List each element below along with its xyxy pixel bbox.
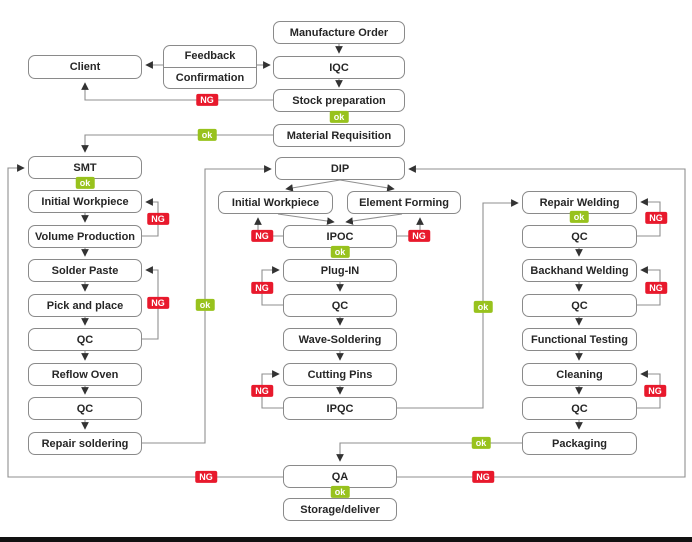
node-stock-preparation: Stock preparation — [273, 89, 405, 112]
node-initial-workpiece-dip: Initial Workpiece — [218, 191, 333, 214]
badge-ng-stock-to-client: NG — [196, 93, 218, 107]
node-solder-paste: Solder Paste — [28, 259, 142, 282]
badge-ng-qc-to-plugin: NG — [251, 281, 273, 295]
node-element-forming: Element Forming — [347, 191, 461, 214]
node-wave-soldering: Wave-Soldering — [283, 328, 397, 351]
badge-ok-stock-to-material: ok — [329, 110, 349, 124]
node-qc-r3: QC — [522, 397, 637, 420]
node-qc-r1: QC — [522, 225, 637, 248]
badge-ok-repairsolder-to-dip: ok — [195, 298, 215, 312]
node-pick-and-place: Pick and place — [28, 294, 142, 317]
badge-ng-qc-to-solderpaste: NG — [147, 296, 169, 310]
node-functional-testing: Functional Testing — [522, 328, 637, 351]
node-storage-deliver: Storage/deliver — [283, 498, 397, 521]
node-cleaning: Cleaning — [522, 363, 637, 386]
node-qa: QA — [283, 465, 397, 488]
badge-ng-qc-to-backhand: NG — [645, 281, 667, 295]
node-client: Client — [28, 55, 142, 79]
bottom-bar — [0, 537, 692, 542]
node-smt: SMT — [28, 156, 142, 179]
badge-ng-qc-to-repairwelding: NG — [645, 211, 667, 225]
node-qc-r2: QC — [522, 294, 637, 317]
node-ipoc: IPOC — [283, 225, 397, 248]
node-dip: DIP — [275, 157, 405, 180]
node-qc-smt-2: QC — [28, 397, 142, 420]
badge-ng-volume-to-workpiece: NG — [147, 212, 169, 226]
node-reflow-oven: Reflow Oven — [28, 363, 142, 386]
node-repair-soldering: Repair soldering — [28, 432, 142, 455]
node-qc-smt-1: QC — [28, 328, 142, 351]
confirmation-label: Confirmation — [164, 66, 256, 89]
node-initial-workpiece-smt: Initial Workpiece — [28, 190, 142, 213]
badge-ng-qa-to-smt: NG — [195, 470, 217, 484]
node-plug-in: Plug-IN — [283, 259, 397, 282]
node-repair-welding: Repair Welding — [522, 191, 637, 214]
badge-ng-qa-to-dip: NG — [472, 470, 494, 484]
badge-ok-ipqc-to-repairweld: ok — [473, 300, 493, 314]
node-ipqc: IPQC — [283, 397, 397, 420]
badge-ok-repairwelding-to-qc: ok — [569, 210, 589, 224]
badge-ng-qc-to-cleaning: NG — [644, 384, 666, 398]
node-feedback-confirmation: Feedback Confirmation — [163, 45, 257, 89]
node-iqc: IQC — [273, 56, 405, 79]
node-manufacture-order: Manufacture Order — [273, 21, 405, 44]
badge-ok-material-to-smt: ok — [197, 128, 217, 142]
node-backhand-welding: Backhand Welding — [522, 259, 637, 282]
badge-ng-ipoc-to-workpiece: NG — [251, 229, 273, 243]
node-cutting-pins: Cutting Pins — [283, 363, 397, 386]
badge-ng-ipoc-to-forming: NG — [408, 229, 430, 243]
node-qc-dip-1: QC — [283, 294, 397, 317]
badge-ok-qa-to-storage: ok — [330, 485, 350, 499]
node-packaging: Packaging — [522, 432, 637, 455]
node-material-requisition: Material Requisition — [273, 124, 405, 147]
badge-ok-smt-to-workpiece: ok — [75, 176, 95, 190]
badge-ng-ipqc-to-cuttingpins: NG — [251, 384, 273, 398]
node-volume-production: Volume Production — [28, 225, 142, 248]
feedback-label: Feedback — [184, 50, 236, 63]
badge-ok-ipoc-to-plugin: ok — [330, 245, 350, 259]
badge-ok-packaging-to-qa: ok — [471, 436, 491, 450]
